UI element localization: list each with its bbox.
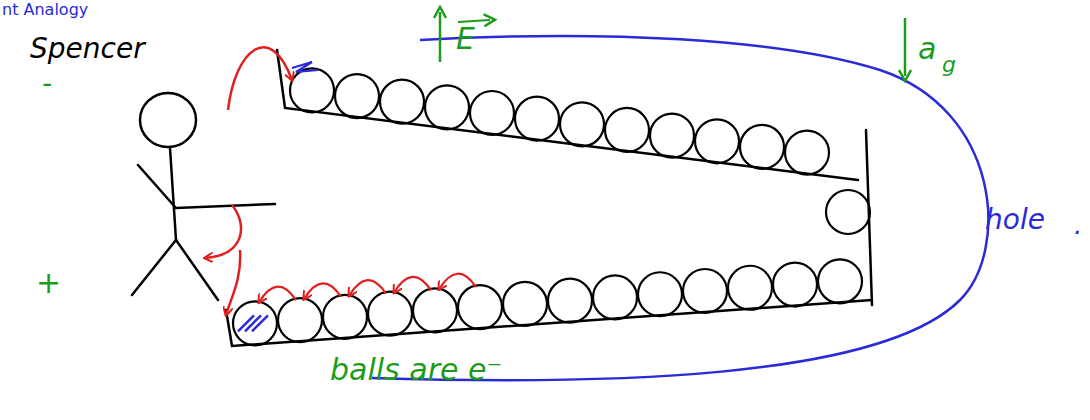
vector-mark <box>458 20 490 22</box>
ball <box>695 119 739 163</box>
ball <box>470 91 514 135</box>
ball <box>773 263 817 307</box>
gravity-arrow <box>904 18 907 76</box>
ball <box>290 68 334 112</box>
gravity-label: a <box>918 34 936 64</box>
ball <box>515 97 559 141</box>
person-name: Spencer <box>30 35 145 63</box>
ball <box>425 85 469 129</box>
hole-loop <box>372 36 988 380</box>
hop-arrow <box>259 287 296 303</box>
ball <box>593 275 637 319</box>
hop-arrow <box>439 274 476 290</box>
ball <box>323 295 367 339</box>
ball <box>728 266 772 310</box>
ball <box>458 285 502 329</box>
hop-arrow <box>394 277 431 293</box>
throw-arrow <box>226 250 240 315</box>
ball-row <box>233 68 870 345</box>
ball <box>380 80 424 124</box>
ball <box>335 74 379 118</box>
hop-arrow <box>349 280 386 296</box>
throw-arrow <box>205 205 241 258</box>
field-arrow <box>439 12 442 62</box>
ball <box>548 279 592 323</box>
ball <box>560 102 604 146</box>
ball <box>503 282 547 326</box>
ball <box>683 269 727 313</box>
charge-sign: - <box>42 70 52 98</box>
ball <box>818 259 862 303</box>
charge-sign: + <box>36 268 61 298</box>
hop-arrow <box>304 283 341 299</box>
ball <box>278 298 322 342</box>
ramp-walls <box>226 50 872 346</box>
hole-label: hole <box>985 206 1045 234</box>
ball <box>826 190 870 234</box>
stray-dot: . <box>1074 212 1082 238</box>
hatch-mark <box>252 315 268 331</box>
ball <box>785 131 829 175</box>
ball <box>638 272 682 316</box>
page-title: nt Analogy <box>2 2 88 18</box>
throw-arrow <box>228 47 292 110</box>
hop-arrows <box>259 274 476 303</box>
blue-mark <box>292 62 318 72</box>
ball <box>650 114 694 158</box>
ball <box>368 292 412 336</box>
balls-note: balls are e⁻ <box>330 355 502 385</box>
ball <box>233 301 277 345</box>
stick-figure <box>132 93 275 300</box>
ball <box>605 108 649 152</box>
ball <box>740 125 784 169</box>
gravity-subscript: g <box>942 54 956 76</box>
field-label: E <box>456 24 475 54</box>
ball <box>413 288 457 332</box>
